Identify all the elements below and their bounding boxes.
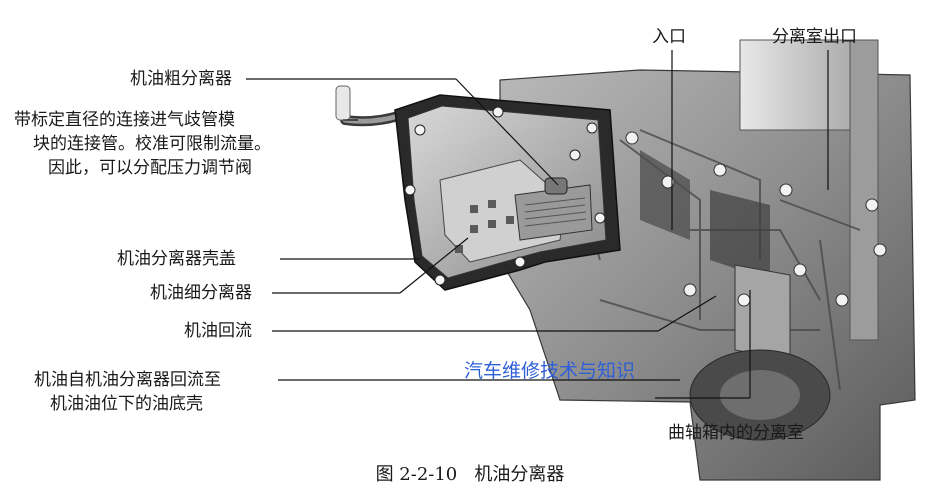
oil-separator-cover — [394, 94, 621, 291]
label-coarse-separator: 机油粗分离器 — [130, 69, 232, 89]
leader-lines — [246, 50, 829, 399]
label-return-to-sump-line1: 机油自机油分离器回流至 — [34, 370, 221, 390]
label-fine-separator: 机油细分离器 — [150, 283, 252, 303]
label-inlet: 入口 — [652, 27, 686, 47]
label-chamber-outlet: 分离室出口 — [772, 27, 857, 47]
label-return-to-sump-line2: 机油油位下的油底壳 — [50, 394, 203, 414]
label-crankcase-chamber: 曲轴箱内的分离室 — [668, 423, 804, 443]
label-pipe-note-line2: 块的连接管。校准可限制流量。 — [33, 134, 271, 154]
label-separator-cover: 机油分离器壳盖 — [117, 249, 236, 269]
leader-fine-separator-diag — [399, 237, 469, 294]
label-pipe-note-line3: 因此，可以分配压力调节阀 — [48, 158, 252, 178]
leader-oil-return-diag — [657, 295, 717, 332]
label-oil-return: 机油回流 — [184, 321, 252, 341]
figure-caption: 图 2-2-10 机油分离器 — [375, 464, 565, 485]
watermark: 汽车维修技术与知识 — [464, 360, 636, 382]
leader-coarse-separator-diag — [455, 78, 559, 186]
label-pipe-note-line1: 带标定直径的连接进气歧管模 — [14, 110, 235, 130]
